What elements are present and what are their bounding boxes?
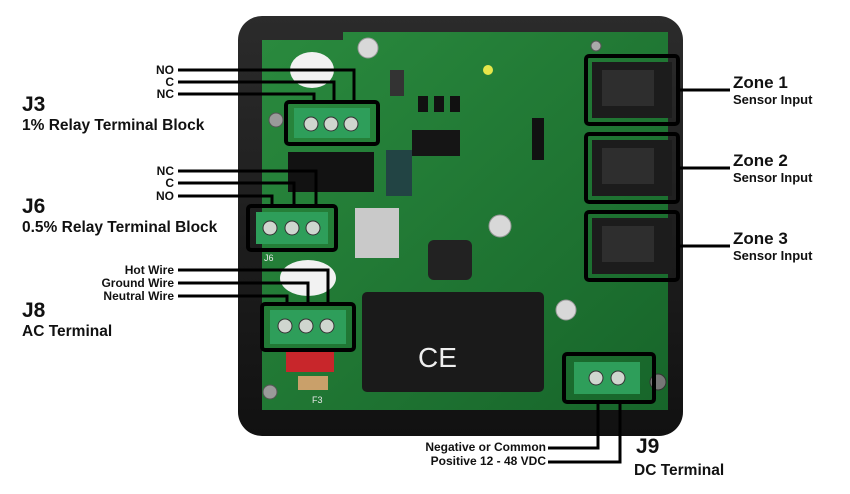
j9-wire-label: Negative or Common [425,440,546,454]
zone-2-title: Zone 2 [733,151,788,170]
j3-title: J3 [22,93,46,116]
j6-wire-label: NO [156,189,174,203]
j9-title: J9 [636,435,660,458]
terminal-block-j9 [562,352,656,404]
transformer [355,208,399,258]
chip [418,96,428,112]
inductor [428,240,472,280]
terminal-block-j8 [260,302,356,352]
j3-description: 1% Relay Terminal Block [22,117,205,134]
j8-wire-label: Ground Wire [101,276,174,290]
screw-icon [590,40,602,52]
leader-lines-j3 [178,68,356,104]
rj-jack-zone-1 [584,54,680,126]
dip-switch [390,70,404,96]
j6-wire-label: NC [156,164,174,178]
terminal-block-j6 [246,204,338,252]
j8-wire-label: Neutral Wire [103,289,174,303]
ce-mark: CE [418,342,457,373]
j3-wire-label: C [165,75,174,89]
chip [386,150,412,196]
led-icon [483,65,493,75]
zone-3-title: Zone 3 [733,229,788,248]
chip [450,96,460,112]
j9-wire-label: Positive 12 - 48 VDC [430,454,546,468]
screw-icon [268,112,284,128]
leader-lines-j6 [178,169,318,208]
leader-lines-j8 [178,268,330,306]
chip [412,130,460,156]
header-pins [532,118,544,160]
j8-wire-label: Hot Wire [124,263,174,277]
zone-1-description: Sensor Input [733,92,813,107]
zone-1-title: Zone 1 [733,73,788,92]
leader-lines-zones [678,88,730,248]
j8-description: AC Terminal [22,323,113,340]
rj-jack-zone-2 [584,132,680,204]
zone-2-description: Sensor Input [733,170,813,185]
j3-wire-label: NO [156,63,174,77]
silk-label: F3 [312,395,323,405]
capacitor [488,214,512,238]
j3-wire-label: NC [156,87,174,101]
zone-3-description: Sensor Input [733,248,813,263]
chip [434,96,444,112]
j6-description: 0.5% Relay Terminal Block [22,219,218,236]
capacitor [555,299,577,321]
j6-wire-label: C [165,176,174,190]
power-module [362,292,544,392]
rj-jack-zone-3 [584,210,680,282]
fuse [298,376,328,390]
screw-icon [262,384,278,400]
leader-lines-j9 [548,400,622,464]
fuse [286,352,334,372]
j9-description: DC Terminal [634,462,725,479]
j6-title: J6 [22,195,46,218]
capacitor [357,37,379,59]
j8-title: J8 [22,299,46,322]
silk-label: J6 [264,253,274,263]
terminal-block-j3 [284,100,380,146]
